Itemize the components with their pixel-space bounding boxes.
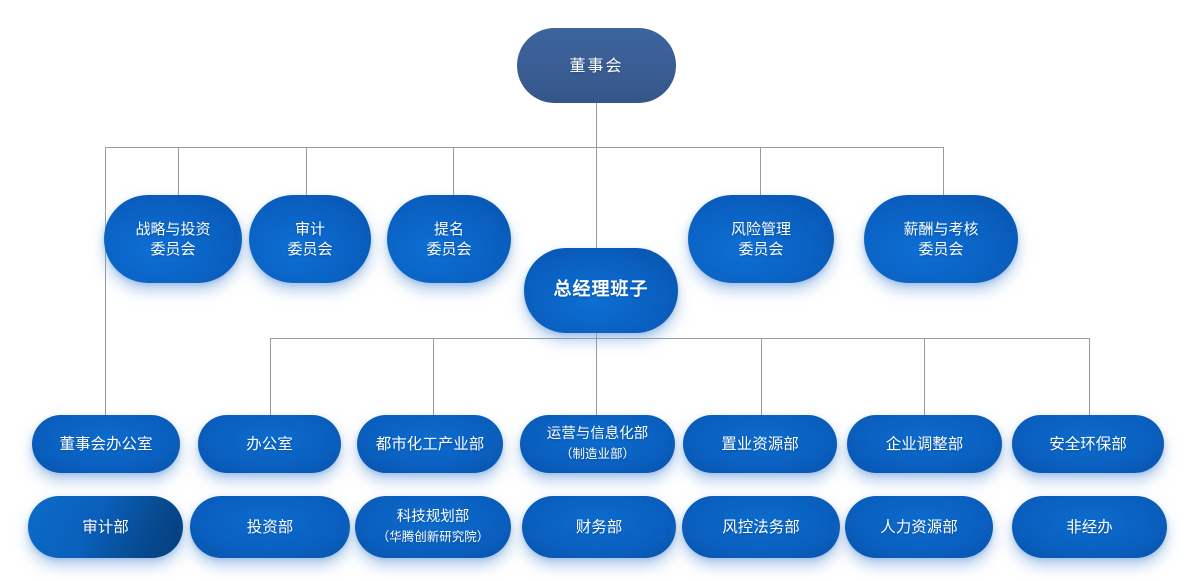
node-remuneration-appraisal-committee: 薪酬与考核 委员会 bbox=[864, 195, 1018, 283]
node-label: 办公室 bbox=[246, 434, 293, 453]
node-strategy-investment-committee: 战略与投资 委员会 bbox=[104, 195, 242, 283]
connector-bus-gm bbox=[270, 338, 1089, 339]
connector-to-board-office bbox=[105, 147, 106, 416]
connector-to-risk-committee bbox=[760, 147, 761, 195]
node-operations-informatization-dept: 运营与信息化部 （制造业部） bbox=[520, 415, 675, 473]
node-board-of-directors: 董事会 bbox=[517, 28, 676, 103]
connector-board-down bbox=[596, 103, 597, 147]
node-audit-dept: 审计部 bbox=[28, 496, 183, 558]
node-label-line1: 薪酬与考核 bbox=[903, 219, 979, 238]
node-urban-chemical-industry-dept: 都市化工产业部 bbox=[357, 415, 503, 473]
node-label-line2: 委员会 bbox=[287, 240, 333, 258]
node-label: 财务部 bbox=[575, 517, 623, 536]
connector-to-gm-team bbox=[596, 147, 597, 248]
node-label: 都市化工产业部 bbox=[375, 434, 485, 453]
node-label: 审计部 bbox=[82, 517, 129, 536]
node-sublabel: （华腾创新研究院） bbox=[376, 528, 490, 544]
node-label: 置业资源部 bbox=[721, 434, 799, 453]
node-label-line2: 委员会 bbox=[150, 240, 196, 258]
node-label: 总经理班子 bbox=[553, 279, 649, 301]
node-label: 投资部 bbox=[246, 517, 294, 536]
node-label: 风控法务部 bbox=[722, 517, 800, 536]
node-property-resources-dept: 置业资源部 bbox=[683, 415, 837, 473]
connector-to-strategy-committee bbox=[178, 147, 179, 197]
node-label: 人力资源部 bbox=[880, 517, 958, 536]
node-office: 办公室 bbox=[198, 415, 341, 473]
connector-to-office bbox=[270, 338, 271, 416]
node-risk-control-legal-dept: 风控法务部 bbox=[682, 496, 840, 558]
node-finance-dept: 财务部 bbox=[522, 496, 676, 558]
connector-to-nomination-committee bbox=[453, 147, 454, 197]
node-label-line2: 委员会 bbox=[426, 240, 472, 258]
node-general-manager-team: 总经理班子 bbox=[524, 248, 678, 333]
node-label: 企业调整部 bbox=[885, 434, 964, 453]
node-non-operating-office: 非经办 bbox=[1012, 496, 1167, 558]
node-human-resources-dept: 人力资源部 bbox=[845, 496, 993, 558]
node-nomination-committee: 提名 委员会 bbox=[387, 195, 511, 283]
node-enterprise-adjustment-dept: 企业调整部 bbox=[847, 415, 1002, 473]
node-technology-planning-dept: 科技规划部 （华腾创新研究院） bbox=[355, 496, 511, 558]
connector-to-safety-environment bbox=[1089, 338, 1090, 416]
node-label: 董事会办公室 bbox=[59, 434, 153, 453]
connector-to-remuneration-committee bbox=[943, 147, 944, 195]
node-label-line1: 风险管理 bbox=[730, 219, 791, 238]
node-label: 非经办 bbox=[1066, 517, 1113, 536]
node-investment-dept: 投资部 bbox=[190, 496, 350, 558]
connector-bus-board bbox=[105, 147, 943, 148]
node-board-office: 董事会办公室 bbox=[32, 415, 180, 473]
connector-to-enterprise-adjustment bbox=[924, 338, 925, 416]
node-safety-environment-dept: 安全环保部 bbox=[1012, 415, 1164, 473]
connector-to-audit-committee bbox=[306, 147, 307, 195]
node-label-line2: 委员会 bbox=[738, 240, 784, 258]
node-label: 安全环保部 bbox=[1049, 434, 1127, 453]
node-label-line1: 审计 bbox=[294, 219, 325, 238]
node-label: 董事会 bbox=[569, 55, 624, 75]
connector-to-property-resources bbox=[761, 338, 762, 416]
connector-gm-down bbox=[596, 333, 597, 416]
node-risk-management-committee: 风险管理 委员会 bbox=[688, 195, 834, 283]
node-sublabel: （制造业部） bbox=[559, 445, 635, 461]
node-label-line1: 提名 bbox=[433, 219, 464, 238]
node-label-line2: 委员会 bbox=[918, 240, 964, 258]
node-label: 科技规划部 bbox=[396, 509, 470, 526]
connector-to-urban-chemical bbox=[433, 338, 434, 416]
node-label-line1: 战略与投资 bbox=[135, 219, 211, 238]
node-audit-committee: 审计 委员会 bbox=[249, 195, 371, 283]
node-label: 运营与信息化部 bbox=[546, 426, 649, 443]
